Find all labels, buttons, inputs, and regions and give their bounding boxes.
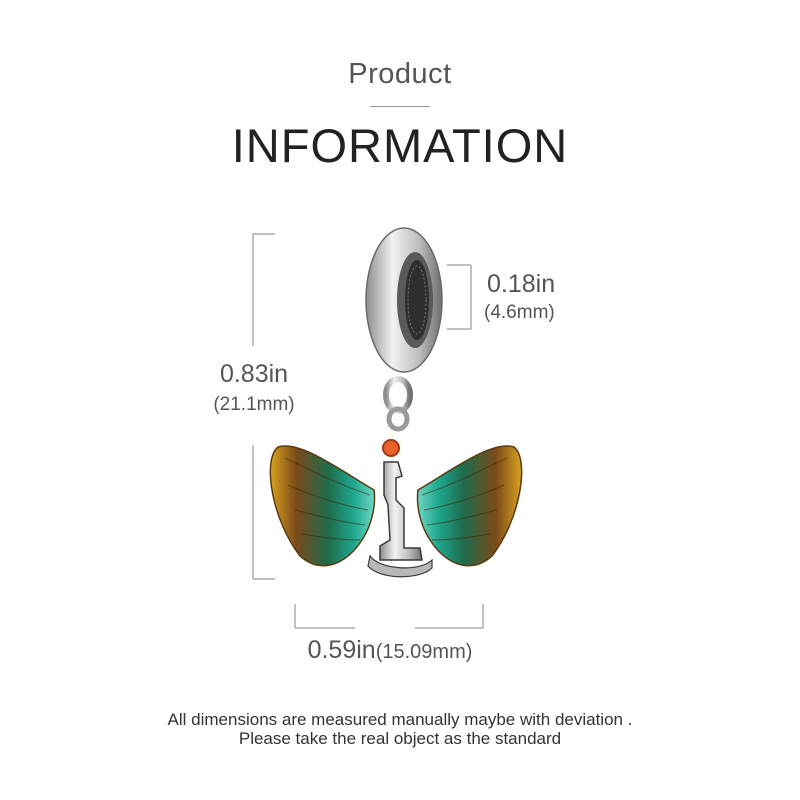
ring-inches-label: 0.18in <box>487 270 556 298</box>
charm-bail-ring <box>365 227 443 373</box>
orange-gem-icon <box>382 439 400 457</box>
ring-guide <box>447 264 472 330</box>
page-title: INFORMATION <box>231 119 569 172</box>
width-label: 0.59in(15.09mm) <box>240 636 540 665</box>
height-inches-label: 0.83in <box>219 360 289 388</box>
kneeling-figure <box>367 461 433 578</box>
width-inches-label: 0.59in <box>307 636 376 664</box>
width-mm-label: (15.09mm) <box>375 641 473 663</box>
left-wing <box>269 445 376 567</box>
subtitle: Product <box>348 58 452 90</box>
height-guide <box>252 233 275 580</box>
ring-mm-label: (4.6mm) <box>484 302 555 323</box>
charm-connector-loop <box>383 376 413 432</box>
height-mm-label: (21.1mm) <box>213 394 295 415</box>
right-wing <box>416 445 523 567</box>
disclaimer-line-1: All dimensions are measured manually may… <box>167 710 633 729</box>
subtitle-divider <box>370 106 430 107</box>
width-guide <box>294 604 484 629</box>
disclaimer-line-2: Please take the real object as the stand… <box>238 729 562 748</box>
